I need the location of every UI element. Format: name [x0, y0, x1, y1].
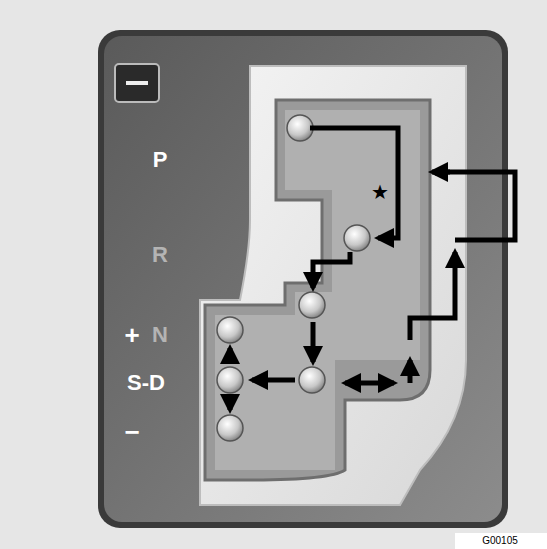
range-letter: P	[153, 149, 168, 171]
range-letter: R	[152, 244, 168, 266]
range-letter: N	[152, 324, 168, 346]
range-letter: S-D	[127, 372, 165, 394]
upshift-sign: +	[124, 322, 139, 348]
downshift-sign: −	[124, 419, 139, 445]
figure-code: G00105	[482, 536, 518, 546]
star-mark: ★	[371, 182, 389, 202]
